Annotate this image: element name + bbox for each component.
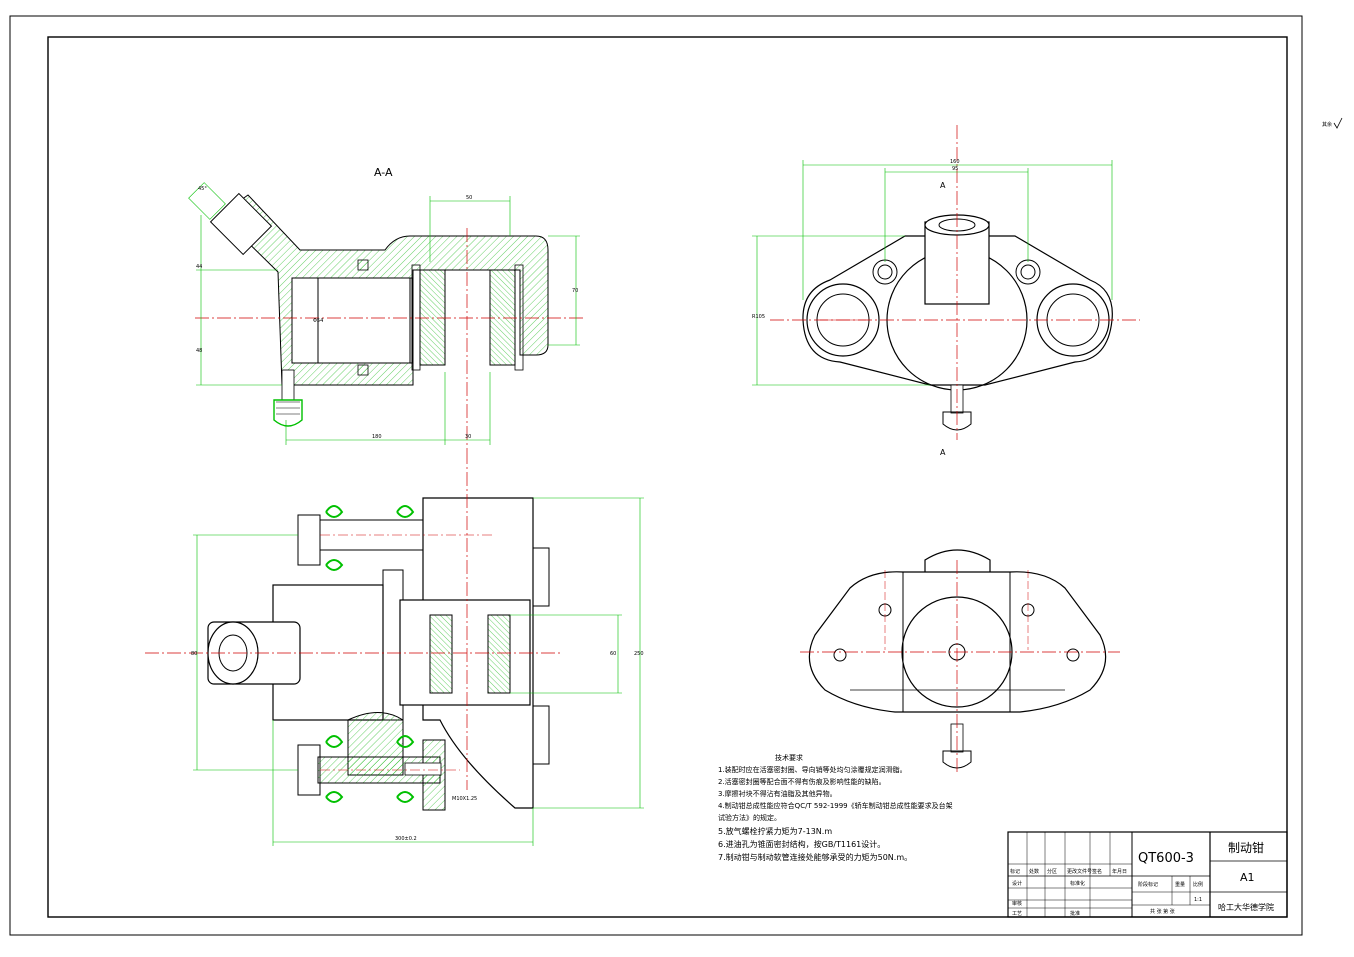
bleed-cap	[273, 399, 303, 427]
title-block	[1007, 831, 1288, 918]
guide-pin-upper	[319, 519, 424, 551]
dim-section-left-lower: 48	[196, 348, 202, 354]
bottom-view	[800, 549, 1120, 775]
scale-value: 1:1	[1194, 897, 1202, 903]
hdr-file: 更改文件号	[1067, 868, 1092, 875]
approval-label: 批准	[1070, 910, 1080, 917]
dim-section-bore: Φ54	[313, 318, 323, 324]
dim-top-left: 80	[191, 651, 197, 657]
dim-section-bottom-left: 180	[372, 434, 382, 440]
guide-bolt-upper-head	[297, 514, 321, 566]
hdr-zone: 分区	[1047, 868, 1057, 875]
dim-section-top: 50	[466, 195, 472, 201]
weight-label: 重量	[1175, 881, 1185, 888]
hdr-date: 年月日	[1112, 868, 1127, 875]
note-7: 7.制动钳与制动软管连接处能够承受的力矩为50N.m。	[718, 852, 912, 862]
sheets-label: 共 张 第 张	[1150, 908, 1175, 915]
hdr-sign: 签名	[1092, 868, 1102, 875]
top-view: 300±0.2 250 60 80 M10X1.25	[145, 450, 644, 846]
brake-pad-inner	[419, 269, 446, 366]
note-4-cont: 试验方法》的规定。	[718, 813, 781, 822]
row-design: 设计	[1012, 880, 1022, 887]
section-mark-bottom: A	[940, 448, 946, 457]
dim-top-bolt: M10X1.25	[452, 796, 477, 802]
part-code: QT600-3	[1138, 851, 1194, 866]
note-1: 1.装配时应在活塞密封圈、导向销等处均匀涂覆规定润滑脂。	[718, 765, 907, 774]
caliper-bottom-outline	[808, 571, 1107, 713]
part-name: 制动钳	[1228, 841, 1264, 855]
note-5: 5.放气螺栓拧紧力矩为7-13N.m	[718, 826, 832, 836]
mount-boss-left	[806, 283, 880, 357]
note-3: 3.摩擦衬块不得沾有油脂及其他异物。	[718, 789, 837, 798]
note-2: 2.活塞密封圈等配合面不得有伤痕及影响性能的缺陷。	[718, 777, 886, 786]
caliper-frame-top	[422, 497, 534, 809]
dim-section-right: 70	[572, 288, 578, 294]
row-process: 工艺	[1012, 911, 1022, 917]
standardization-label: 标准化	[1070, 880, 1085, 887]
scale-label: 比例	[1193, 881, 1203, 888]
piston	[317, 277, 411, 364]
guide-bolt-lower-head	[297, 744, 321, 796]
dim-top-height: 250	[634, 651, 644, 657]
front-view: 160 95 R105 A A	[752, 125, 1140, 457]
section-title: A-A	[374, 166, 393, 179]
hdr-mark: 标记	[1010, 868, 1020, 875]
row-check: 审核	[1012, 900, 1022, 907]
bleed-screw	[281, 369, 295, 401]
inlet-fitting	[209, 192, 273, 256]
dim-section-angle: 45°	[198, 186, 207, 192]
pad-top-view-outer	[487, 614, 511, 694]
dim-top-inner: 60	[610, 651, 616, 657]
dim-section-left-upper: 44	[196, 264, 202, 270]
inlet-port	[188, 182, 226, 220]
seal-bottom	[357, 364, 369, 376]
dim-front-inner: 95	[952, 166, 958, 172]
section-view-a-a: A-A 50 70 44 48 180	[188, 166, 585, 450]
notes-heading: 技术要求	[775, 753, 803, 762]
sheet-size: A1	[1240, 871, 1255, 884]
note-4: 4.制动钳总成性能应符合QC/T 592-1999《轿车制动钳总成性能要求及台架	[718, 801, 953, 810]
dust-boots	[325, 505, 415, 803]
section-mark-top: A	[940, 181, 946, 190]
seal-top	[357, 259, 369, 271]
technical-notes: 技术要求 1.装配时应在活塞密封圈、导向销等处均匀涂覆规定润滑脂。 2.活塞密封…	[718, 753, 953, 862]
corner-mark: 其余	[1322, 121, 1332, 128]
hdr-count: 处数	[1029, 868, 1039, 875]
dim-section-bottom-right: 30	[465, 434, 471, 440]
pad-backplate-inner	[411, 264, 421, 371]
pad-backplate-outer	[514, 264, 524, 371]
caliper-flange-outline	[802, 235, 1113, 386]
stage-label: 阶段标记	[1138, 881, 1158, 888]
school-name: 哈工大华德学院	[1218, 902, 1274, 912]
dim-front-width: 160	[950, 159, 960, 165]
roughness-symbol-icon	[1333, 117, 1343, 129]
outer-border	[9, 15, 1303, 936]
note-6: 6.进油孔为锥面密封结构，按GB/T1161设计。	[718, 839, 885, 849]
dim-top-width: 300±0.2	[395, 836, 417, 842]
pad-top-view-inner	[429, 614, 453, 694]
dim-front-height: R105	[752, 314, 765, 320]
brake-pad-outer	[489, 269, 516, 366]
inner-border	[47, 36, 1288, 918]
